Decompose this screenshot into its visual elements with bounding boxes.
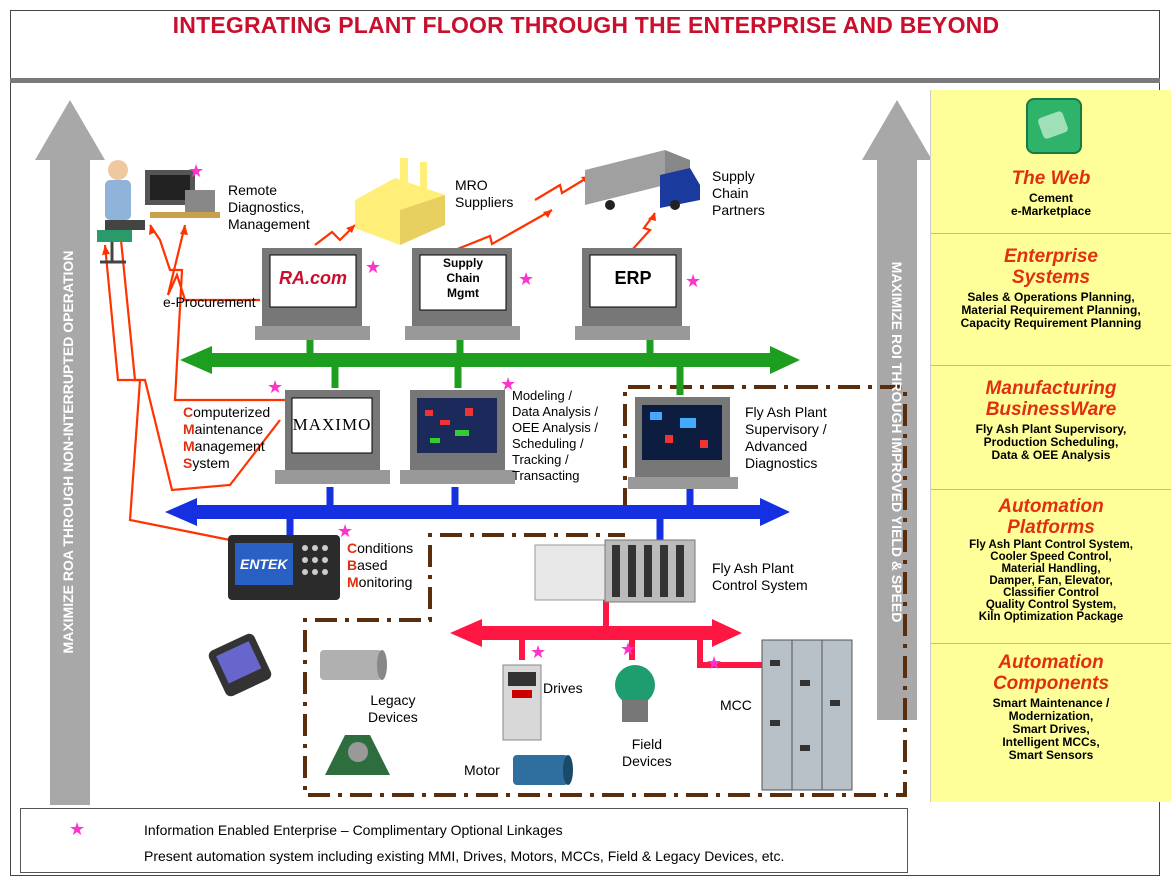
remote-operator-illustration	[97, 160, 220, 264]
sidebar-section-enterprise: Enterprise Systems Sales & Operations Pl…	[931, 234, 1171, 366]
field-devices-label: Field Devices	[622, 736, 672, 769]
handheld-device	[208, 633, 272, 697]
right-up-arrow	[862, 100, 932, 720]
sidebar-title: Automation Platforms	[998, 496, 1104, 538]
sidebar-body: Smart Maintenance / Modernization, Smart…	[992, 696, 1110, 762]
monitor-ra	[255, 248, 370, 340]
sidebar-section-components: Automation Components Smart Maintenance …	[931, 644, 1171, 802]
plc-rack	[534, 539, 696, 603]
sidebar-body: Sales & Operations Planning, Material Re…	[960, 290, 1142, 330]
legend-box: ★ Information Enabled Enterprise – Compl…	[20, 808, 908, 873]
left-up-arrow	[35, 100, 105, 805]
sidebar-title: Enterprise Systems	[1004, 246, 1098, 288]
automation-boundary-outer	[303, 385, 907, 797]
e-procurement-label: e-Procurement	[163, 294, 256, 310]
sidebar-body: Fly Ash Plant Supervisory, Production Sc…	[975, 422, 1127, 462]
web-icon	[1026, 98, 1082, 154]
star-icon: ★	[500, 374, 517, 394]
sidebar-body: Cement e-Marketplace	[1010, 191, 1092, 218]
green-bus	[180, 346, 800, 374]
cmms-label: Computerized Maintenance Management Syst…	[183, 404, 271, 471]
supply-chain-partners-label: Supply Chain Partners	[712, 168, 765, 218]
star-icon: ★	[267, 377, 284, 397]
supply-chain-mgmt-screen[interactable]: Supply Chain Mgmt	[442, 256, 483, 300]
star-icon: ★	[530, 642, 547, 662]
sidebar-body: Fly Ash Plant Control System, Cooler Spe…	[969, 539, 1133, 623]
mcc-label: MCC	[720, 697, 752, 713]
drive-unit	[502, 664, 542, 741]
tier-sidebar: The Web Cement e-Marketplace Enterprise …	[930, 90, 1171, 802]
sidebar-section-web: The Web Cement e-Marketplace	[931, 168, 1171, 234]
blue-bus	[165, 498, 790, 526]
cbm-label: Conditions Based Monitoring	[347, 540, 414, 590]
motor-unit	[513, 755, 573, 785]
field-device	[615, 665, 655, 722]
star-icon: ★	[685, 271, 702, 291]
entek-logo: ENTEK	[240, 556, 288, 572]
star-icon: ★	[365, 257, 382, 277]
entek-panel	[228, 535, 340, 600]
sidebar-section-businessware: Manufacturing BusinessWare Fly Ash Plant…	[931, 366, 1171, 490]
modeling-label: Modeling / Data Analysis / OEE Analysis …	[512, 388, 598, 483]
motor-label: Motor	[464, 762, 500, 778]
flyash-control-label: Fly Ash Plant Control System	[712, 560, 808, 593]
star-icon: ★	[188, 161, 205, 181]
mro-factory-illustration	[355, 158, 445, 245]
mcc-cabinet	[761, 639, 853, 791]
right-arrow-label: MAXIMIZE ROI THROUGH IMPROVED YIELD & SP…	[889, 261, 905, 623]
title-divider	[10, 78, 1160, 83]
page-title: INTEGRATING PLANT FLOOR THROUGH THE ENTE…	[172, 12, 1000, 38]
pillow-block	[325, 735, 390, 775]
monitor-erp	[575, 248, 690, 340]
left-arrow-label: MAXIMIZE ROA THROUGH NON-INTERRUPTED OPE…	[60, 250, 76, 654]
sidebar-title: Manufacturing BusinessWare	[985, 378, 1117, 420]
drives-label: Drives	[543, 680, 583, 696]
monitor-flyash-sup	[628, 397, 738, 489]
star-icon: ★	[69, 819, 86, 839]
legend-star-text: Information Enabled Enterprise – Complim…	[144, 822, 563, 838]
flyash-supervisory-label: Fly Ash Plant Supervisory / Advanced Dia…	[745, 404, 827, 471]
sidebar-section-platforms: Automation Platforms Fly Ash Plant Contr…	[931, 490, 1171, 644]
star-icon: ★	[518, 269, 535, 289]
legacy-devices-label: Legacy Devices	[368, 692, 418, 725]
mro-suppliers-label: MRO Suppliers	[455, 177, 514, 210]
monitor-scm	[405, 248, 520, 340]
monitor-maximo	[275, 390, 390, 484]
star-icon: ★	[620, 639, 637, 659]
legacy-motor	[320, 650, 387, 680]
supply-truck-illustration	[585, 150, 700, 210]
sidebar-title: Automation Components	[992, 652, 1110, 694]
star-icon: ★	[337, 521, 354, 541]
remote-diagnostics-label: Remote Diagnostics, Management	[228, 182, 310, 232]
maximo-screen[interactable]: MAXIMO	[292, 415, 372, 434]
erp-screen[interactable]: ERP	[614, 268, 652, 288]
star-icon: ★	[706, 653, 723, 673]
monitor-modeling	[400, 390, 515, 484]
sidebar-title: The Web	[1011, 168, 1091, 189]
ra-com-screen[interactable]: RA.com	[278, 268, 347, 288]
legend-dash-text: Present automation system including exis…	[144, 848, 785, 864]
